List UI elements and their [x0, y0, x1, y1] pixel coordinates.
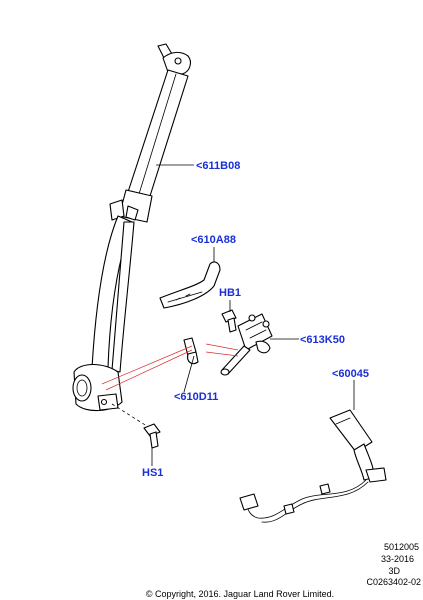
callout-610d11[interactable]: <610D11	[174, 391, 218, 403]
copyright-notice: © Copyright, 2016. Jaguar Land Rover Lim…	[146, 589, 334, 599]
callout-hs1[interactable]: HS1	[142, 467, 163, 479]
callout-611b08[interactable]: <611B08	[196, 160, 240, 172]
height-adjuster-613k50[interactable]	[220, 313, 273, 376]
meta-line-4: C0263402-02	[366, 577, 421, 587]
callout-60045[interactable]: <60045	[332, 368, 369, 380]
callout-613k50[interactable]: <613K50	[300, 334, 345, 346]
meta-line-1: 5012005	[384, 542, 419, 552]
meta-line-3: 3D	[388, 566, 400, 576]
buckle-60045[interactable]	[239, 409, 387, 523]
seat-belt-assembly[interactable]	[72, 43, 191, 412]
trim-cover-610a88[interactable]	[159, 261, 221, 309]
callout-610a88[interactable]: <610A88	[191, 234, 236, 246]
meta-line-2: 33-2016	[381, 554, 414, 564]
hb1-bolt[interactable]	[221, 309, 237, 333]
callout-hb1[interactable]: HB1	[219, 287, 241, 299]
hs1-bolt[interactable]	[143, 423, 161, 449]
